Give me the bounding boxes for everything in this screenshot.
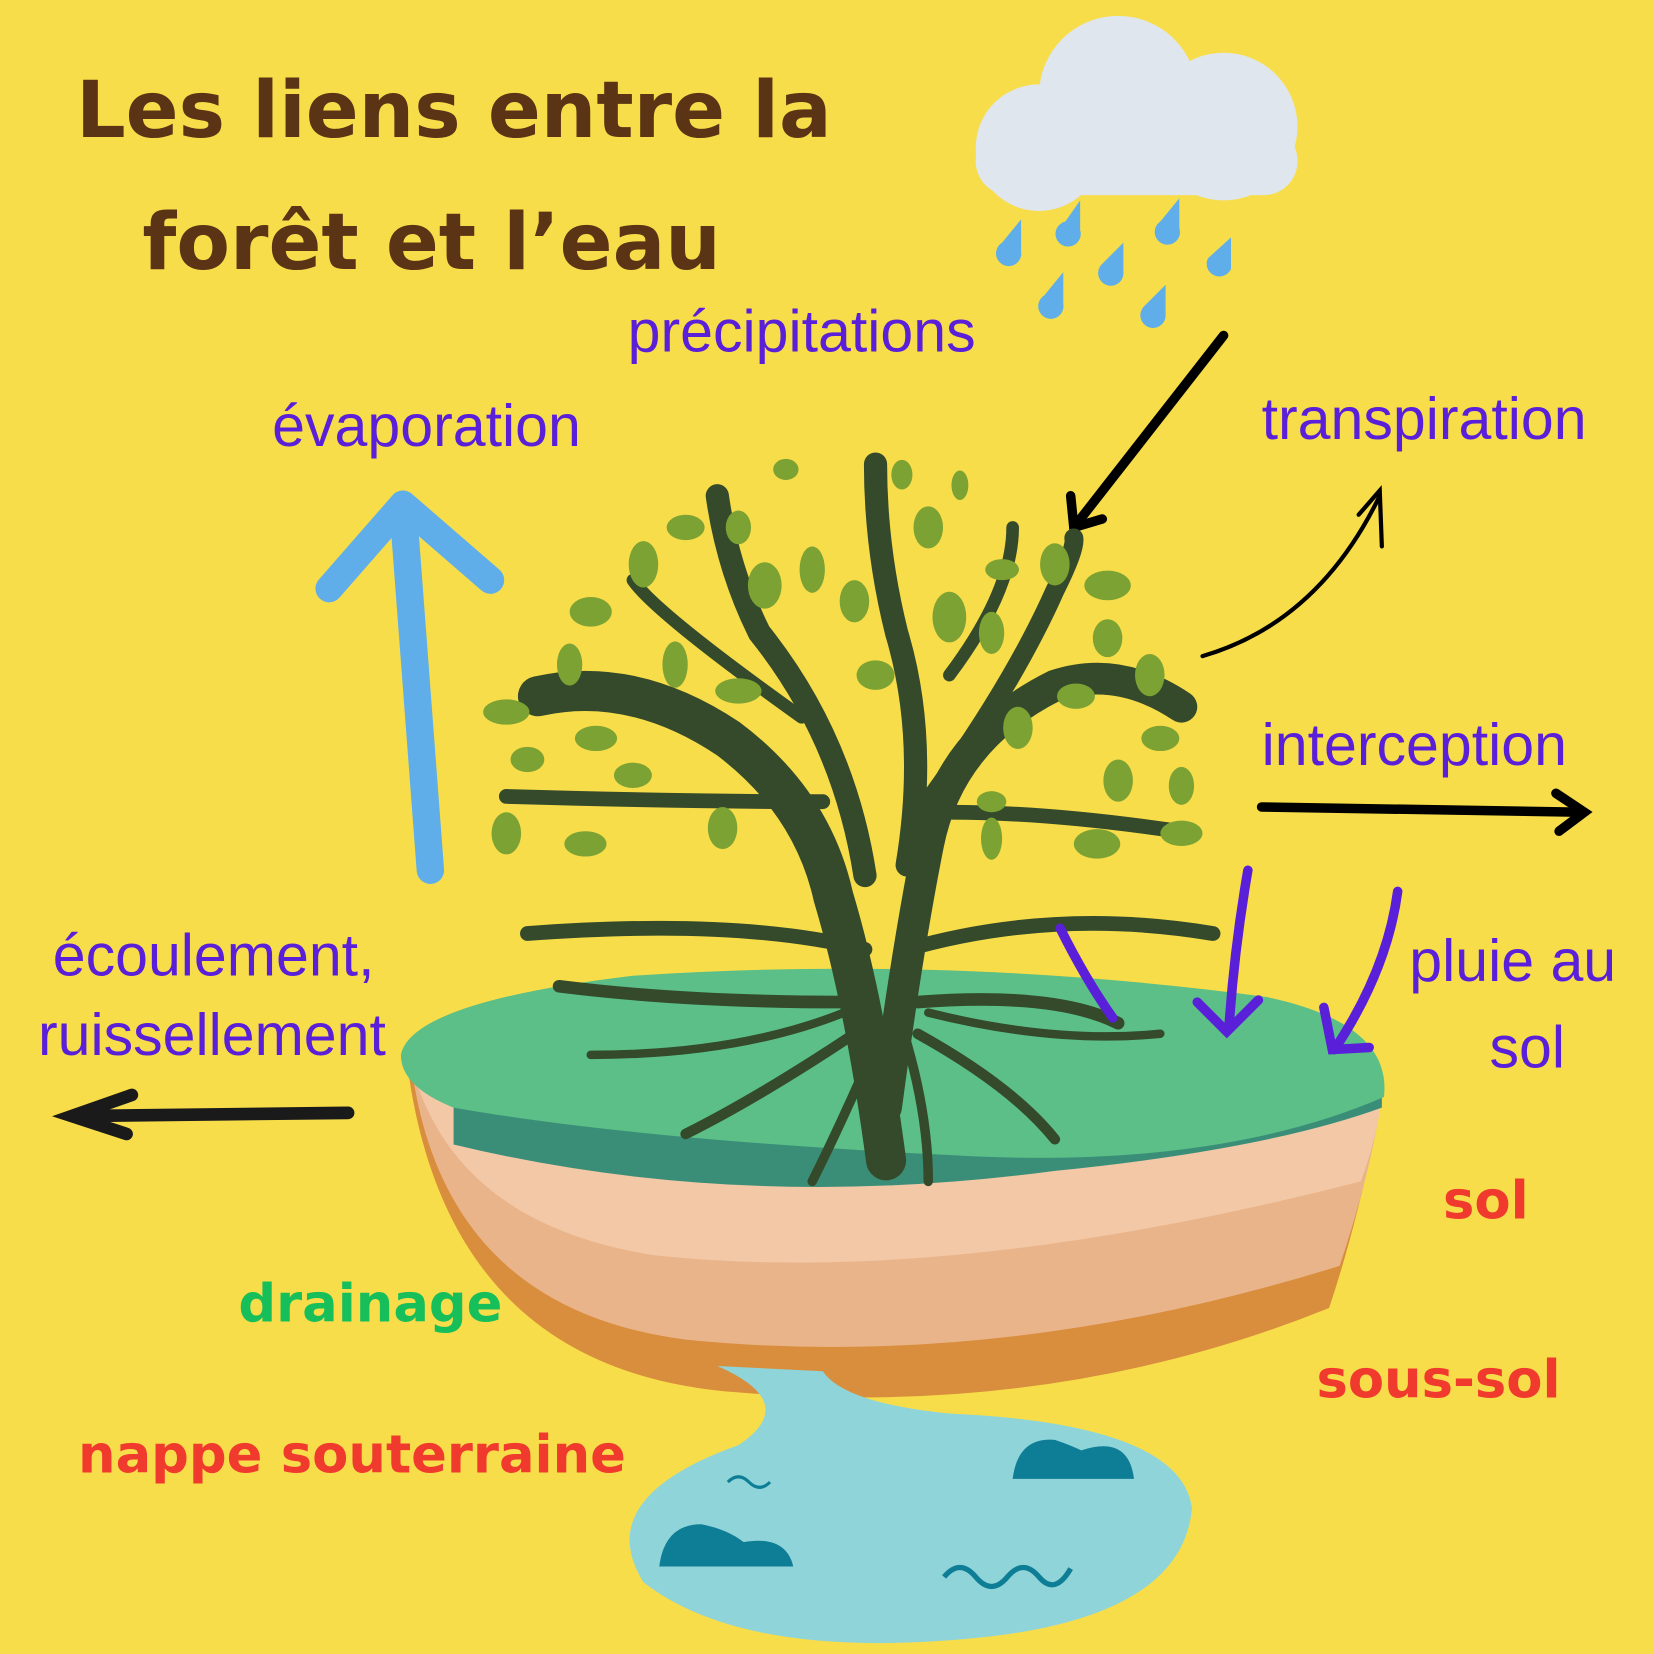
label-evaporation: évaporation	[272, 393, 581, 459]
transpiration-arrow-icon	[1200, 485, 1384, 659]
label-sol: sol	[1443, 1170, 1529, 1231]
cloud-icon	[975, 15, 1298, 211]
runoff-arrow-icon	[52, 1088, 355, 1141]
title-line-2: forêt et l’eau	[142, 198, 720, 288]
precipitation-arrow-icon	[1065, 330, 1229, 534]
title-line-1: Les liens entre la	[76, 66, 832, 156]
label-ecoulement-2: ruissellement	[38, 1002, 386, 1068]
label-transpiration: transpiration	[1262, 386, 1587, 452]
rain-to-ground-arrows-icon	[1055, 865, 1403, 1055]
label-interception: interception	[1262, 712, 1567, 778]
label-sous-sol: sous-sol	[1316, 1350, 1560, 1411]
tree-icon	[498, 452, 1221, 1187]
label-ecoulement-1: écoulement,	[53, 923, 375, 989]
raindrops-icon	[996, 198, 1232, 328]
label-pluie-2: sol	[1489, 1015, 1565, 1081]
label-pluie-1: pluie au	[1409, 928, 1616, 994]
evaporation-arrow-icon	[315, 490, 505, 884]
label-precipitations: précipitations	[628, 298, 976, 364]
label-drainage: drainage	[238, 1274, 502, 1335]
water-table	[629, 1366, 1192, 1644]
interception-arrow-icon	[1256, 788, 1593, 836]
label-nappe-souterraine: nappe souterraine	[78, 1425, 626, 1486]
leaves	[483, 458, 1203, 860]
